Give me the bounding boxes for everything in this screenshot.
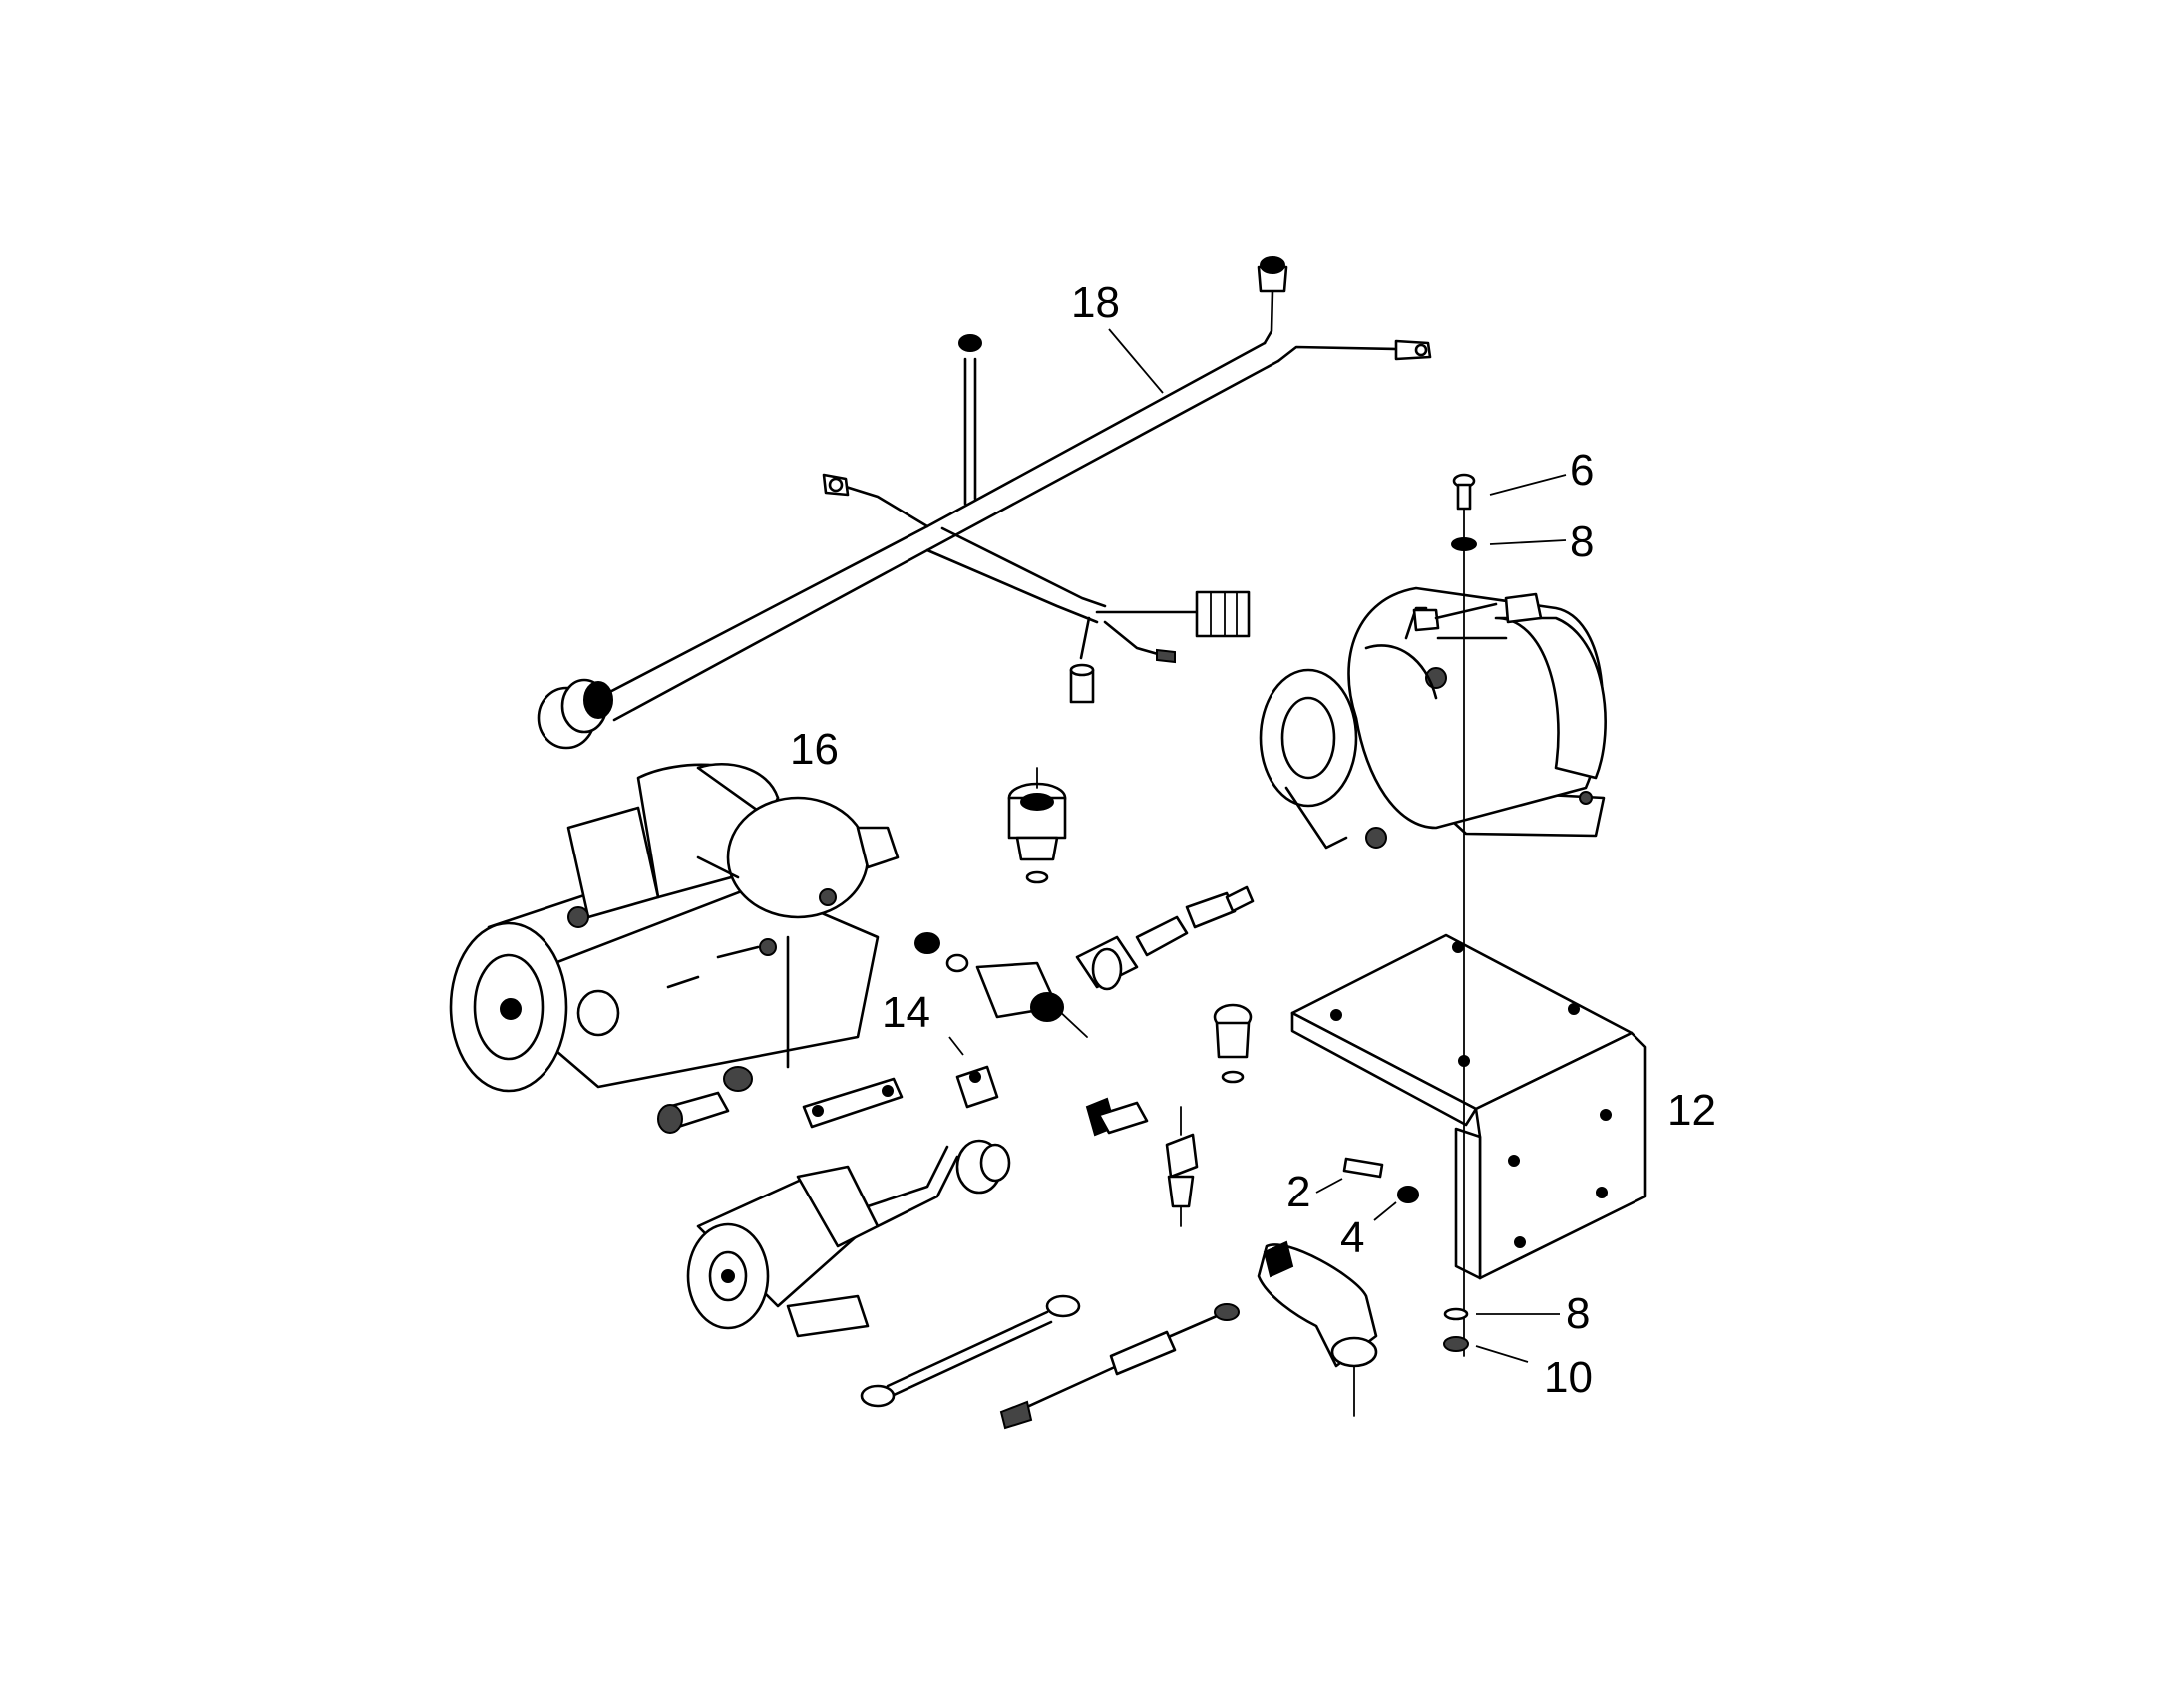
starter-bolt <box>657 1066 753 1134</box>
sender-left <box>1085 1097 1149 1137</box>
clip-14 <box>955 1065 999 1109</box>
washer-8-top <box>1451 537 1477 551</box>
wiring-harness <box>537 256 1432 750</box>
ground-strap <box>860 1294 1081 1408</box>
oil-pressure-switch <box>1007 767 1067 884</box>
callout-2: 2 <box>1286 1168 1310 1216</box>
bracket <box>1290 933 1647 1280</box>
washer-8-bottom <box>1443 1307 1469 1321</box>
callout-18: 18 <box>1071 278 1120 327</box>
strap-plate <box>802 1077 904 1129</box>
callout-labels: 18 6 8 16 14 12 2 4 8 10 <box>790 278 1716 1402</box>
callout-14: 14 <box>882 988 930 1037</box>
callout-10: 10 <box>1544 1353 1593 1402</box>
bolt-6 <box>1452 473 1476 511</box>
callout-16: 16 <box>790 725 839 774</box>
callout-8-bottom: 8 <box>1566 1289 1590 1338</box>
glow-plug-lead <box>999 1303 1240 1430</box>
sensor-small <box>1213 1003 1253 1084</box>
sender-right <box>1165 1106 1199 1227</box>
leader-lines <box>948 328 1567 1363</box>
nut-10 <box>1443 1336 1469 1352</box>
temperature-sender <box>1075 885 1255 991</box>
callout-8-top: 8 <box>1570 517 1594 566</box>
callout-12: 12 <box>1667 1086 1716 1135</box>
elbow-connector <box>1257 1240 1378 1417</box>
callout-6: 6 <box>1570 446 1594 495</box>
solenoid <box>914 932 1088 1038</box>
screw-2 <box>1342 1157 1384 1179</box>
nut-4 <box>1397 1186 1419 1203</box>
callout-4: 4 <box>1340 1213 1364 1262</box>
alternator <box>1259 586 1607 850</box>
small-motor <box>686 1139 1011 1338</box>
starter-motor <box>449 762 900 1093</box>
